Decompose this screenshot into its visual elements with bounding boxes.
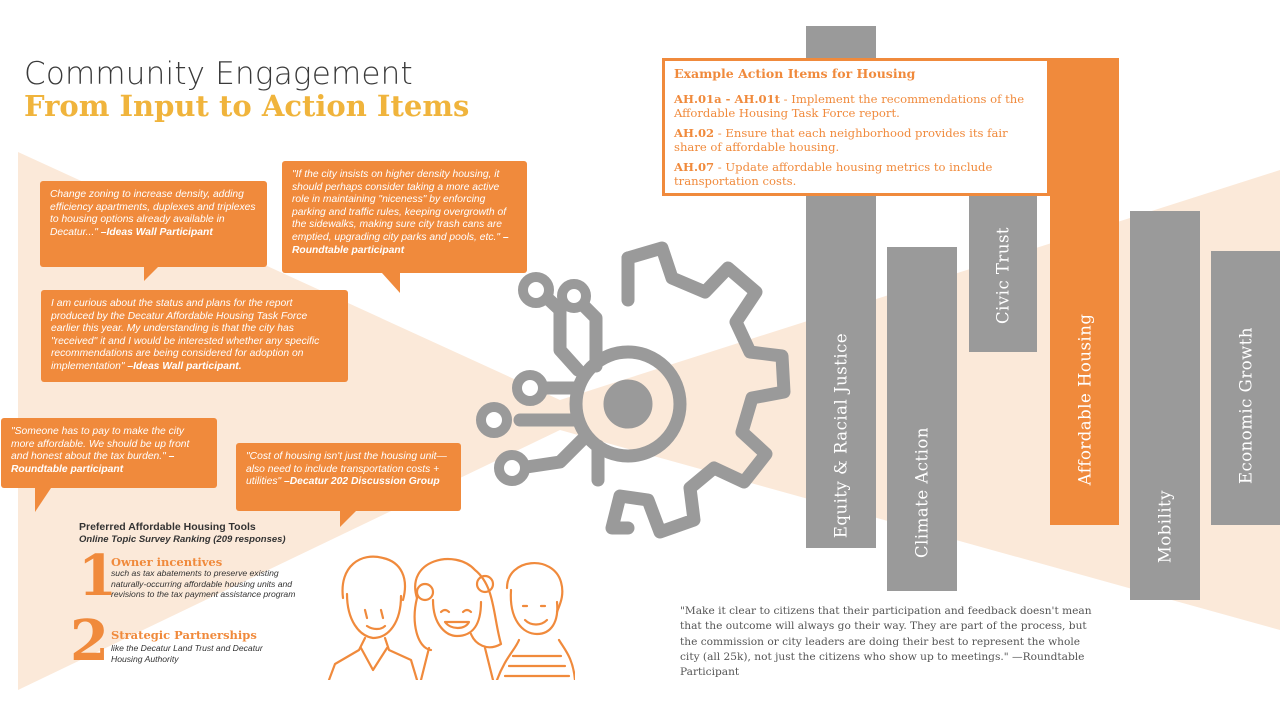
action-item: AH.07 - Update affordable housing metric…: [674, 160, 1038, 189]
quote-author: –Decatur 202 Discussion Group: [281, 476, 440, 488]
rank-heading-1: Owner incentives: [111, 555, 223, 569]
quote-bubble-4: "Someone has to pay to make the city mor…: [1, 418, 217, 512]
quote-author: –Roundtable participant: [292, 231, 509, 256]
rank-description-1: such as tax abatements to preserve exist…: [111, 568, 296, 600]
pillar-label: Economic Growth: [1236, 326, 1255, 485]
quote-text: Change zoning to increase density, addin…: [50, 189, 256, 238]
rank-number-1: 1: [78, 543, 117, 609]
pillar-climate-action: Climate Action: [887, 247, 957, 591]
pillar-economic-growth: Economic Growth: [1211, 251, 1280, 525]
quote-author: –Roundtable participant: [11, 451, 175, 475]
quote-text: "Someone has to pay to make the city mor…: [11, 426, 190, 463]
people-illustration: [327, 555, 575, 680]
pillar-label: Climate Action: [912, 427, 932, 558]
action-items-panel: Example Action Items for Housing AH.01a …: [662, 58, 1050, 196]
rank-number-2: 2: [70, 608, 109, 674]
quote-bubble-2: "If the city insists on higher density h…: [282, 161, 527, 293]
page-title: Community Engagement: [24, 56, 413, 92]
action-code: AH.01a - AH.01t: [674, 91, 780, 106]
action-item: AH.02 - Ensure that each neighborhood pr…: [674, 126, 1038, 155]
quote-author: –Ideas Wall Participant: [97, 226, 213, 238]
pillar-affordable-housing: Affordable Housing: [1050, 58, 1119, 525]
rank-heading-2: Strategic Partnerships: [111, 628, 257, 642]
action-text: - Implement the recommendations of the A…: [674, 91, 1025, 121]
pillar-label: Equity & Racial Justice: [831, 332, 851, 539]
pillar-label: Mobility: [1155, 489, 1175, 564]
left-funnel-shape: [18, 152, 560, 690]
pillar-mobility: Mobility: [1130, 211, 1200, 600]
action-text: - Update affordable housing metrics to i…: [674, 159, 993, 189]
panel-heading: Example Action Items for Housing: [674, 66, 916, 81]
tools-subtitle: Online Topic Survey Ranking (209 respons…: [79, 534, 286, 545]
page-subtitle: From Input to Action Items: [24, 89, 470, 123]
quote-bubble-3: I am curious about the status and plans …: [41, 290, 348, 382]
bottom-quote: "Make it clear to citizens that their pa…: [680, 605, 1092, 679]
quote-bubble-1: Change zoning to increase density, addin…: [40, 181, 267, 281]
action-code: AH.02: [674, 125, 715, 140]
action-code: AH.07: [674, 159, 715, 174]
quote-text: I am curious about the status and plans …: [51, 298, 320, 372]
tools-title: Preferred Affordable Housing Tools: [79, 521, 256, 533]
pillar-label: Affordable Housing: [1075, 313, 1094, 486]
action-item: AH.01a - AH.01t - Implement the recommen…: [674, 92, 1038, 121]
rank-description-2: like the Decatur Land Trust and Decatur …: [111, 643, 263, 664]
pillar-civic-trust: Civic Trust: [969, 190, 1037, 352]
pillar-label: Civic Trust: [993, 226, 1013, 325]
quote-author: –Ideas Wall participant.: [124, 360, 242, 372]
action-text: - Ensure that each neighborhood provides…: [674, 125, 1008, 155]
quote-text: "Cost of housing isn't just the housing …: [246, 451, 447, 488]
quote-bubble-5: "Cost of housing isn't just the housing …: [236, 443, 461, 527]
quote-text: "If the city insists on higher density h…: [292, 169, 507, 243]
